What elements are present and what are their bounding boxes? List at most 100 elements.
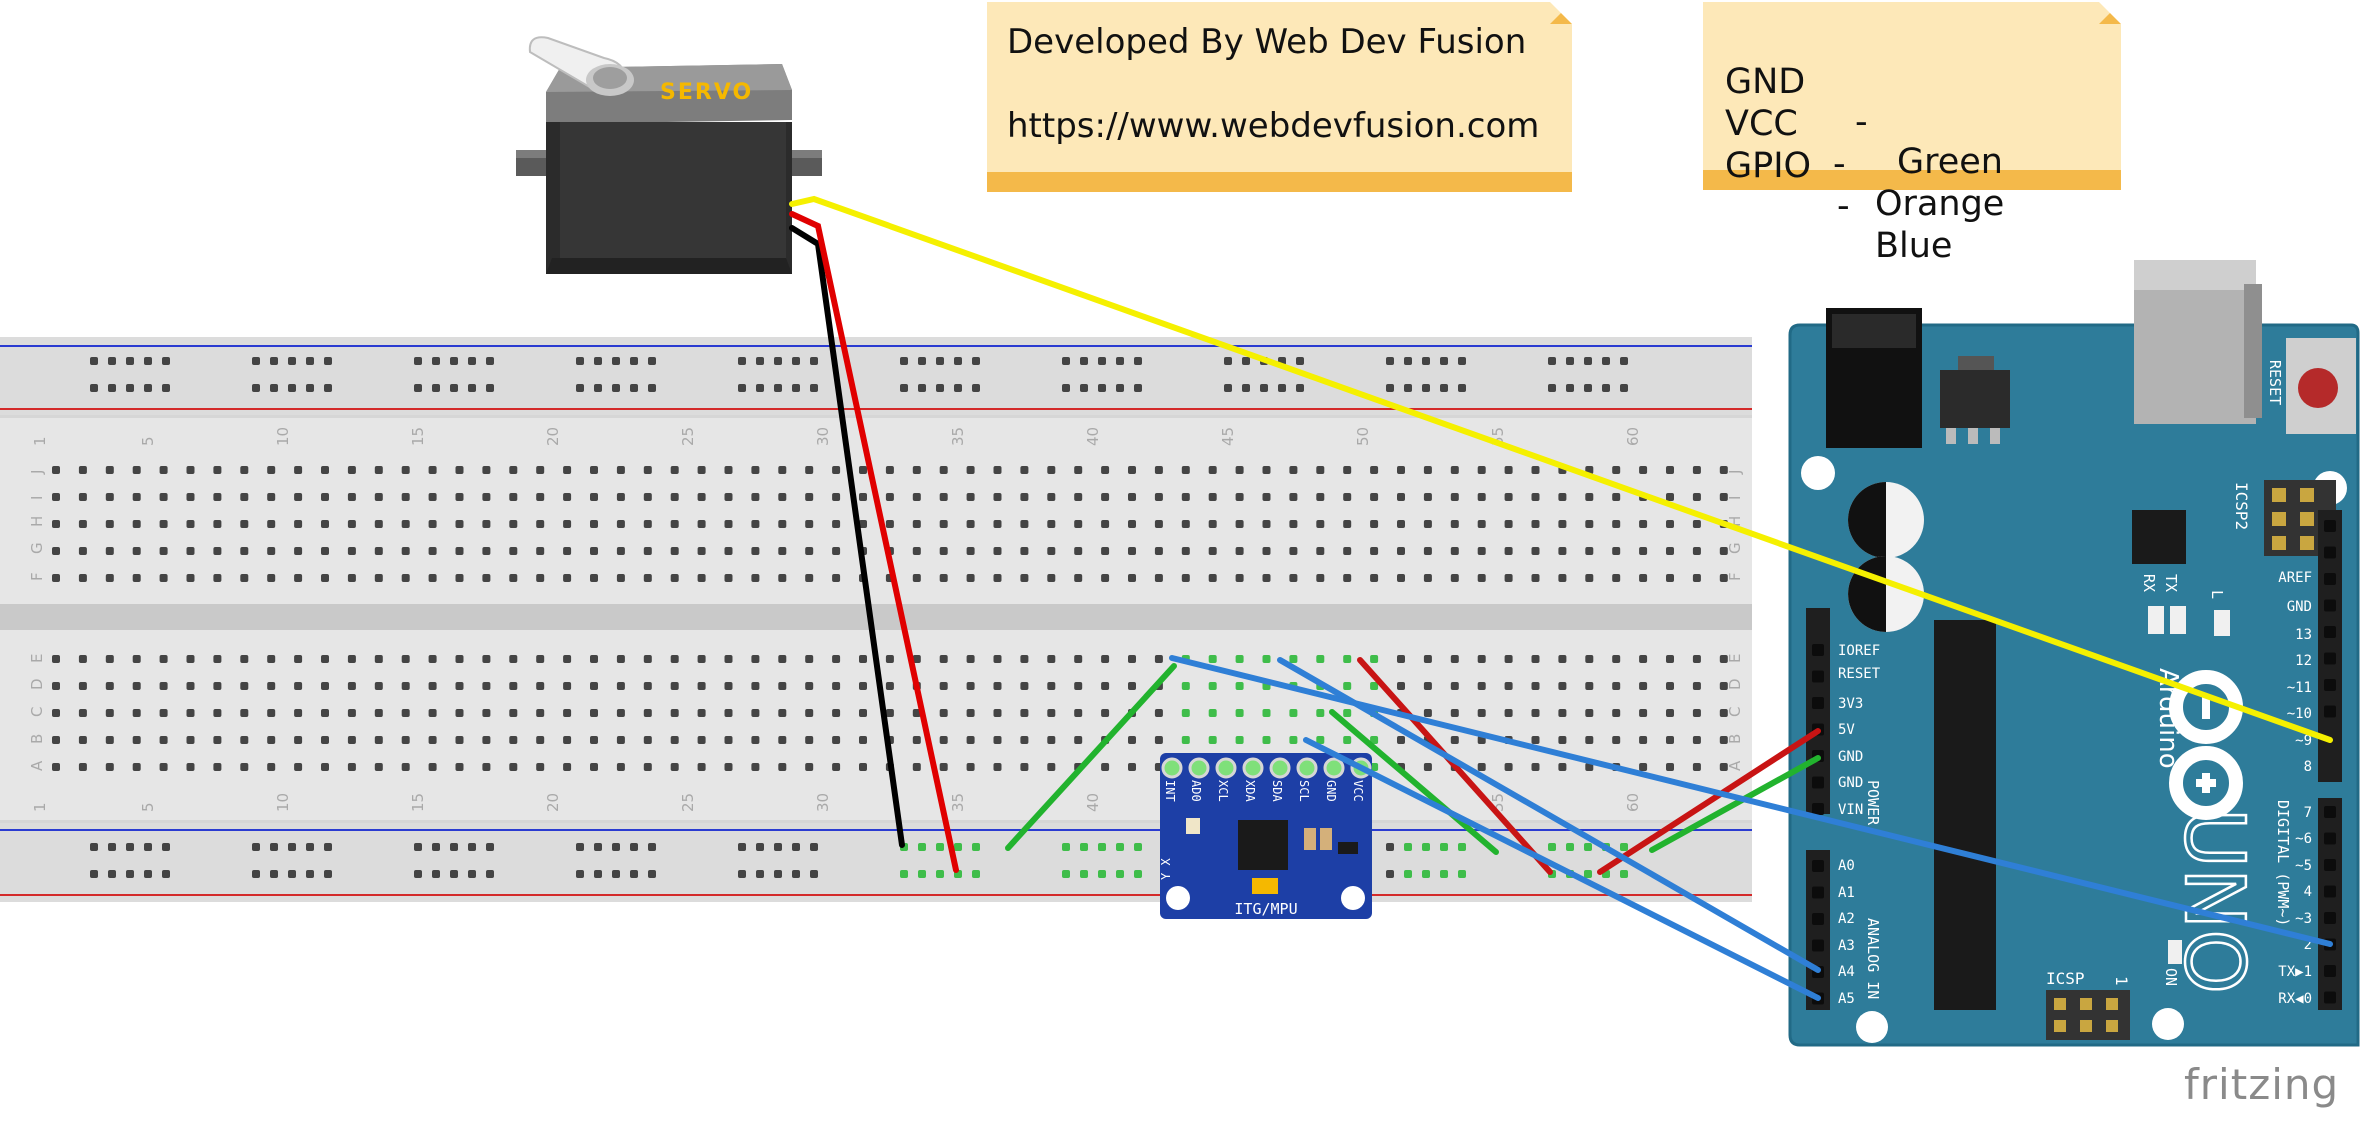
breadboard-hole: [1128, 520, 1136, 528]
breadboard-hole: [1531, 466, 1540, 474]
breadboard-hole: [1020, 709, 1029, 717]
breadboard-hole: [126, 384, 134, 392]
breadboard-hole: [918, 843, 926, 851]
breadboard-hole: [294, 574, 303, 582]
breadboard-hole: [509, 682, 518, 690]
breadboard-hole: [428, 493, 437, 501]
breadboard-hole: [294, 763, 303, 771]
breadboard-hole: [1262, 466, 1271, 474]
column-number-top: 15: [409, 427, 427, 446]
breadboard-hole: [616, 493, 625, 501]
pin-label: A2: [1838, 911, 1855, 927]
breadboard-hole: [1235, 466, 1244, 474]
breadboard-hole: [1548, 384, 1556, 392]
breadboard-hole: [1262, 655, 1271, 663]
breadboard-hole: [486, 357, 494, 365]
breadboard-hole: [1181, 682, 1190, 690]
breadboard-hole: [778, 520, 787, 528]
mpu-pin-pad: [1269, 757, 1291, 779]
breadboard-hole: [1450, 682, 1459, 690]
breadboard-hole: [1558, 574, 1567, 582]
breadboard-hole: [2324, 705, 2336, 718]
breadboard-hole: [321, 574, 329, 582]
breadboard-hole: [1558, 682, 1567, 690]
breadboard-hole: [1450, 493, 1459, 501]
mpu-pin-label: SDA: [1270, 780, 1284, 802]
breadboard-hole: [1666, 466, 1674, 474]
breadboard-hole: [616, 520, 625, 528]
breadboard-hole: [563, 655, 572, 663]
breadboard-hole: [805, 574, 814, 582]
row-letter: J: [1726, 470, 1744, 475]
breadboard-hole: [1812, 886, 1824, 899]
breadboard-hole: [1404, 384, 1412, 392]
breadboard-hole: [162, 870, 170, 878]
breadboard-hole: [52, 493, 60, 501]
breadboard-hole: [1504, 466, 1513, 474]
breadboard-hole: [643, 655, 652, 663]
breadboard-hole: [670, 682, 679, 690]
breadboard-hole: [482, 574, 491, 582]
column-number-top: 45: [1219, 427, 1237, 446]
breadboard-hole: [954, 384, 962, 392]
breadboard-hole: [432, 357, 440, 365]
breadboard-hole: [1098, 384, 1106, 392]
breadboard-hole: [1585, 520, 1594, 528]
pin-label: 5V: [1838, 722, 1855, 738]
breadboard-hole: [1020, 574, 1029, 582]
breadboard-hole: [347, 547, 356, 555]
breadboard-hole: [643, 493, 652, 501]
breadboard-hole: [1181, 493, 1190, 501]
mpu-pin-pad: [1296, 757, 1318, 779]
breadboard-hole: [78, 709, 87, 717]
breadboard-hole: [1666, 682, 1674, 690]
breadboard-hole: [401, 709, 410, 717]
breadboard-hole: [1450, 547, 1459, 555]
breadboard-hole: [576, 384, 584, 392]
breadboard-hole: [939, 520, 948, 528]
breadboard-hole: [294, 736, 303, 744]
breadboard-hole: [805, 736, 814, 744]
breadboard-hole: [576, 357, 584, 365]
breadboard-hole: [468, 843, 476, 851]
breadboard-hole: [1296, 384, 1304, 392]
breadboard-hole: [1116, 357, 1124, 365]
breadboard-hole: [1558, 736, 1567, 744]
breadboard-hole: [240, 574, 249, 582]
breadboard-hole: [885, 493, 894, 501]
breadboard-hole: [536, 736, 545, 744]
breadboard-hole: [1692, 709, 1701, 717]
breadboard-hole: [1316, 736, 1325, 744]
breadboard-hole: [509, 736, 518, 744]
breadboard-hole: [159, 655, 168, 663]
breadboard-hole: [778, 736, 787, 744]
developer-url[interactable]: https://www.webdevfusion.com: [1007, 106, 1540, 146]
mpu-module-label: ITG/MPU: [1234, 900, 1297, 918]
pin-label: GND: [2287, 599, 2312, 615]
breadboard-hole: [374, 547, 383, 555]
breadboard-hole: [1289, 493, 1298, 501]
breadboard-hole: [1208, 574, 1217, 582]
pin-label: ~6: [2295, 831, 2312, 847]
pin-label: A4: [1838, 964, 1855, 980]
breadboard-hole: [1666, 574, 1674, 582]
breadboard-hole: [616, 466, 625, 474]
breadboard-hole: [509, 493, 518, 501]
breadboard-hole: [105, 493, 114, 501]
pin-label: GND: [1838, 749, 1863, 765]
breadboard-hole: [1242, 357, 1250, 365]
column-number-bottom: 25: [679, 793, 697, 812]
breadboard-hole: [1719, 493, 1728, 501]
legend-signal: GND: [1725, 62, 1806, 102]
breadboard-hole: [455, 655, 464, 663]
mpu-pin-label: VCC: [1351, 780, 1365, 802]
breadboard-hole: [1343, 709, 1352, 717]
breadboard-hole: [240, 655, 249, 663]
breadboard-hole: [1639, 736, 1648, 744]
breadboard-hole: [347, 520, 356, 528]
breadboard-hole: [1062, 870, 1070, 878]
breadboard-hole: [186, 736, 195, 744]
row-letter: C: [1726, 707, 1744, 717]
legend-color: Green: [1897, 142, 2003, 182]
breadboard-hole: [1098, 870, 1106, 878]
